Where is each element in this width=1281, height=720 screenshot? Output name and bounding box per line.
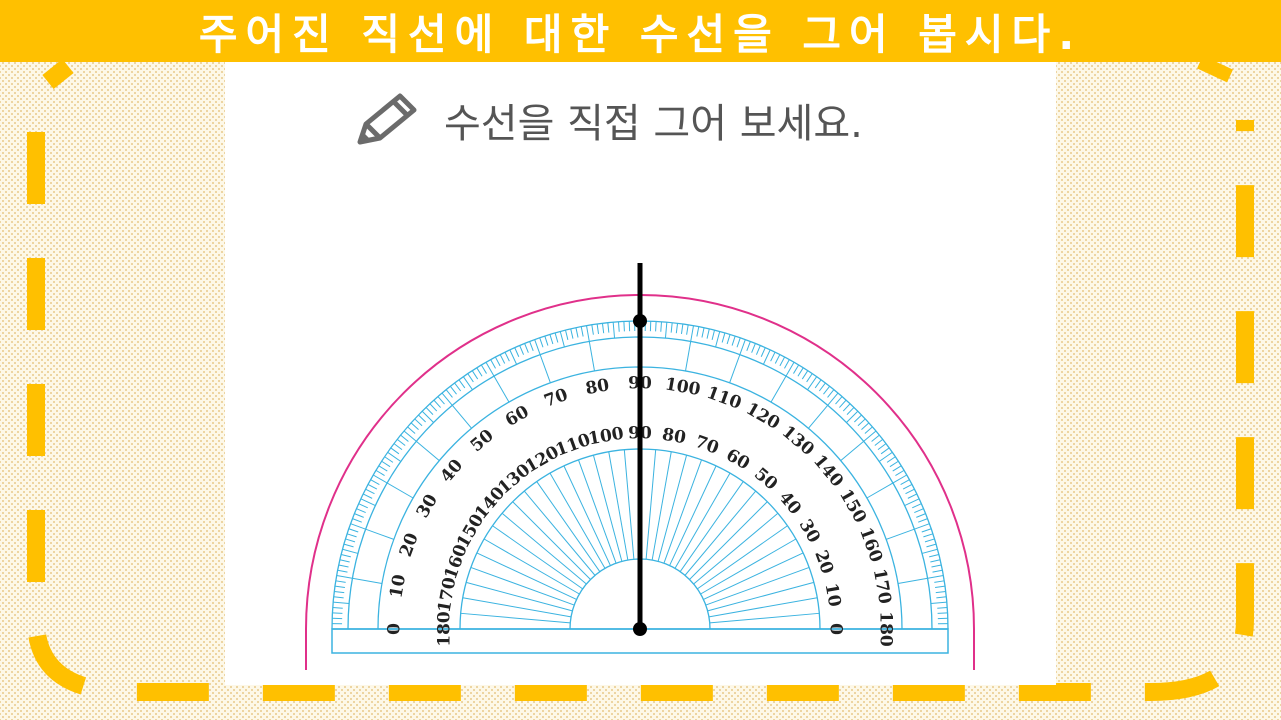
page-title: 주어진 직선에 대한 수선을 그어 봅시다.	[0, 0, 1281, 62]
outer-scale-label: 170	[869, 567, 895, 606]
outer-scale-label: 100	[663, 374, 702, 400]
top-point[interactable]	[633, 314, 647, 328]
outer-scale-label: 150	[835, 486, 870, 527]
outer-scale-label: 180	[876, 611, 896, 647]
inner-ray-lines	[460, 449, 820, 630]
outer-scale-label: 120	[742, 399, 783, 434]
inner-scale-label: 80	[661, 425, 688, 449]
inner-scale-label: 100	[587, 424, 626, 450]
inner-scale-label: 70	[692, 432, 721, 459]
inner-scale-label: 180	[435, 611, 455, 647]
outer-scale-label: 70	[541, 385, 570, 412]
inner-scale-label: 20	[810, 548, 837, 577]
inner-scale-label: 10	[821, 582, 845, 609]
outer-scale-label: 110	[704, 383, 744, 414]
outer-scale-label: 20	[396, 530, 423, 559]
outer-scale-label: 60	[502, 402, 533, 431]
instruction-row: 수선을 직접 그어 보세요.	[350, 88, 863, 152]
center-point[interactable]	[633, 622, 647, 636]
outer-scale-label: 130	[778, 422, 818, 460]
outer-scale-label: 0	[385, 623, 405, 635]
outer-scale-label: 160	[855, 525, 886, 565]
inner-scale-label: 30	[795, 516, 824, 547]
outer-scale-label: 30	[413, 491, 442, 522]
inner-scale-label: 0	[826, 623, 846, 635]
outer-scale-label: 10	[386, 573, 410, 600]
instruction-text: 수선을 직접 그어 보세요.	[444, 101, 863, 147]
outer-scale-label: 140	[809, 451, 847, 491]
outer-scale-label: 50	[467, 426, 498, 457]
outer-scale-label: 40	[437, 456, 468, 487]
inner-scale-label: 60	[722, 445, 753, 474]
pencil-icon	[357, 93, 417, 145]
outer-scale-label: 80	[584, 375, 611, 399]
